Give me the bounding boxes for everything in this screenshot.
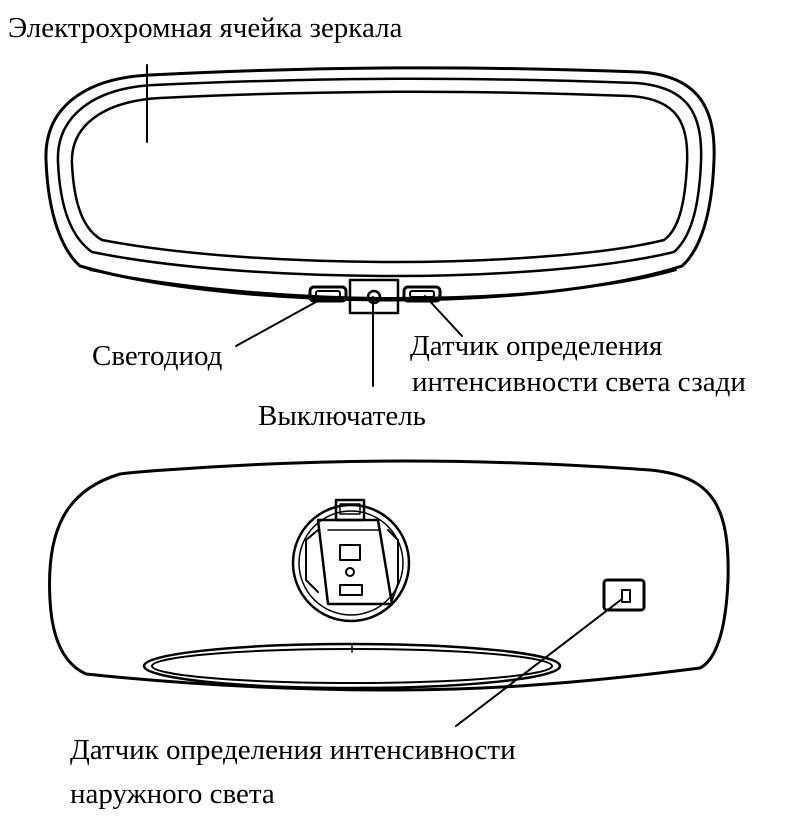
leader-ambient-sensor <box>455 598 623 727</box>
mirror-bottom-rim <box>89 269 677 299</box>
label-ambient-sensor-line2: наружного света <box>70 778 275 810</box>
leader-rear-sensor <box>424 295 463 337</box>
mounting-bracket <box>291 498 411 623</box>
led-indicator <box>308 285 348 303</box>
label-rear-sensor-line2: интенсивности света сзади <box>412 366 746 398</box>
label-switch: Выключатель <box>258 400 426 432</box>
label-ambient-sensor-line1: Датчик определения интенсивности <box>70 734 516 766</box>
ambient-light-sensor <box>602 578 646 612</box>
mirror-front-ring <box>56 77 703 278</box>
mirror-back-view <box>48 459 730 727</box>
mirror-back-housing <box>48 459 730 692</box>
rear-light-sensor <box>402 285 442 303</box>
label-mirror-cell: Электрохромная ячейка зеркала <box>8 12 403 44</box>
mirror-front-view <box>44 64 716 387</box>
label-led: Светодиод <box>92 340 223 372</box>
leader-led <box>235 296 326 347</box>
label-rear-sensor-line1: Датчик определения <box>410 330 663 362</box>
mirror-glass-cell <box>70 90 689 264</box>
